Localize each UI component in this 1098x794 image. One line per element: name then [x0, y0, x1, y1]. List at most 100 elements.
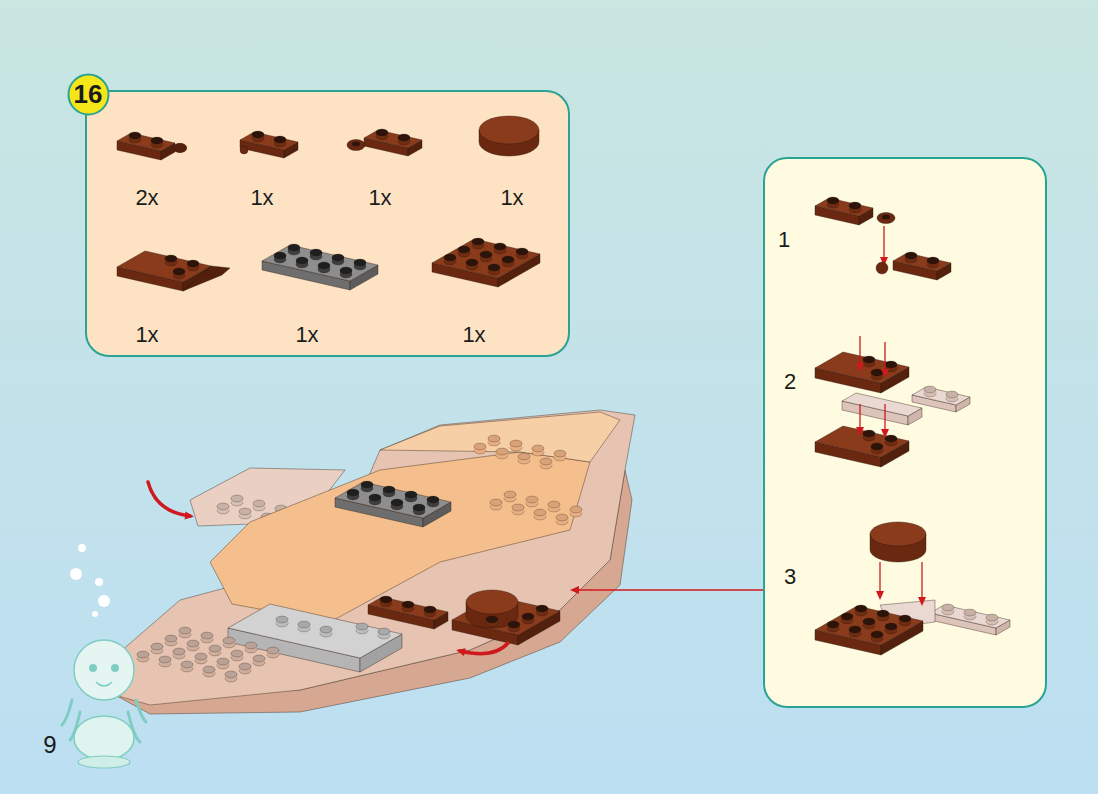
arrow-head	[456, 648, 466, 656]
ring-clip	[882, 215, 890, 220]
stud	[320, 626, 332, 633]
stud	[187, 640, 199, 647]
stud	[490, 499, 502, 506]
round-tile	[479, 116, 539, 144]
brick-face	[912, 387, 970, 405]
step-number: 16	[74, 81, 103, 107]
arrow-head	[856, 427, 864, 436]
stud	[310, 249, 322, 256]
stud	[129, 132, 141, 139]
stud	[548, 501, 560, 508]
bubble	[70, 568, 82, 580]
stud	[466, 259, 478, 266]
stud	[472, 238, 484, 245]
stud	[253, 500, 265, 507]
stud	[405, 491, 417, 498]
arrow-line	[879, 562, 880, 593]
brick-face	[893, 253, 951, 271]
stud	[480, 251, 492, 258]
turn-arrow	[460, 643, 508, 654]
stud	[458, 246, 470, 253]
brick-face	[815, 606, 923, 645]
arrow-line	[883, 226, 884, 259]
parts-illustration	[765, 159, 1049, 710]
stud	[288, 244, 300, 251]
stud	[173, 648, 185, 655]
stud	[516, 248, 528, 255]
stud	[173, 268, 185, 275]
stud	[532, 445, 544, 452]
stud	[159, 656, 171, 663]
stud	[398, 134, 410, 141]
stud	[496, 448, 508, 455]
part-count: 1x	[250, 187, 273, 209]
stud	[252, 131, 264, 138]
stud	[427, 496, 439, 503]
stud	[165, 255, 177, 262]
stud	[863, 356, 875, 363]
step-number: 16	[67, 73, 110, 116]
stud	[863, 618, 875, 625]
stud	[347, 489, 359, 496]
brick-face	[117, 251, 211, 282]
stud	[849, 626, 861, 633]
stud	[231, 650, 243, 657]
stud	[508, 621, 520, 628]
stud	[518, 453, 530, 460]
stud	[488, 264, 500, 271]
stud	[195, 653, 207, 660]
arrow-line	[884, 404, 885, 431]
stud	[526, 496, 538, 503]
wedge-tip	[183, 266, 230, 291]
stud	[927, 257, 939, 264]
stud	[871, 369, 883, 376]
stud	[827, 621, 839, 628]
arrow-line	[859, 336, 860, 365]
clip	[876, 262, 888, 274]
stud	[488, 435, 500, 442]
brick-face	[432, 239, 540, 278]
arrow-head	[881, 429, 889, 438]
stud	[383, 486, 395, 493]
bubble	[92, 611, 98, 617]
part-count: 1x	[500, 187, 523, 209]
bubble	[98, 595, 110, 607]
stud	[137, 651, 149, 658]
clip	[240, 146, 248, 154]
stud	[267, 647, 279, 654]
substep-number: 3	[784, 566, 796, 588]
brick-face	[842, 393, 922, 416]
arrow-head	[570, 586, 579, 594]
stud	[486, 616, 498, 623]
mascot	[89, 664, 97, 672]
arrow-head	[856, 363, 864, 372]
substep-number: 2	[784, 371, 796, 393]
mascot	[96, 682, 112, 686]
mascot	[111, 664, 119, 672]
stud	[536, 605, 548, 612]
stud	[522, 613, 534, 620]
arrow-head	[881, 369, 889, 378]
stud	[231, 495, 243, 502]
stud	[276, 616, 288, 623]
stud	[924, 386, 936, 393]
deck	[210, 452, 590, 622]
stud	[413, 504, 425, 511]
stud	[827, 197, 839, 204]
mascot	[128, 712, 140, 742]
brick-face	[368, 597, 448, 620]
arrow-line	[921, 562, 922, 599]
stud	[986, 614, 998, 621]
stud	[964, 609, 976, 616]
bubble	[78, 544, 86, 552]
stud	[274, 252, 286, 259]
page-number: 9	[43, 733, 56, 757]
stud	[181, 661, 193, 668]
brick-face	[930, 605, 1010, 628]
stud	[239, 508, 251, 515]
stud	[444, 254, 456, 261]
stud	[512, 504, 524, 511]
stud	[849, 202, 861, 209]
arrow-head	[185, 511, 194, 519]
